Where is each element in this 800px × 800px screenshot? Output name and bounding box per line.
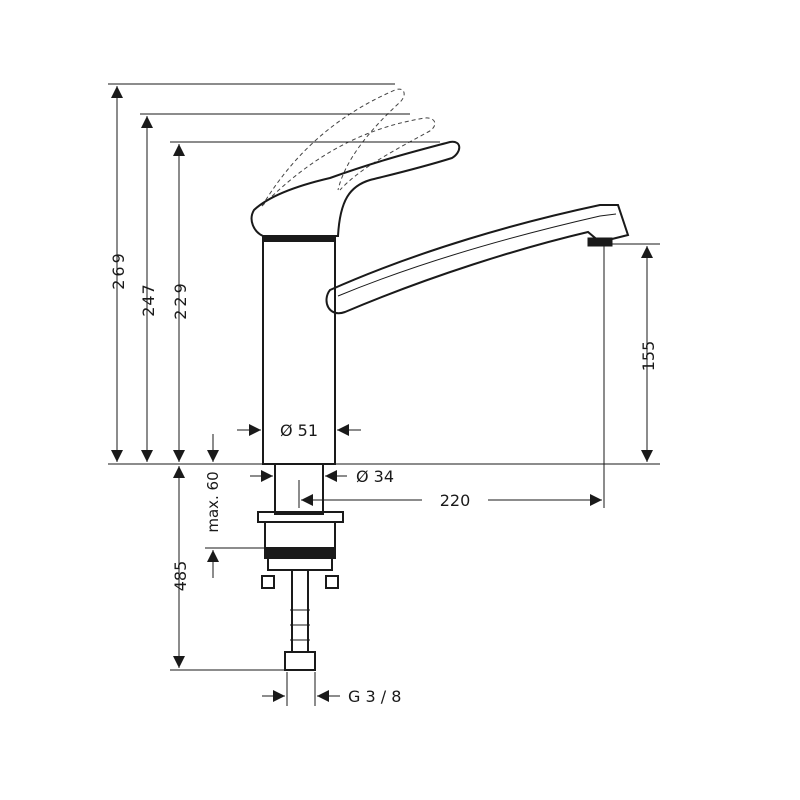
supply-hose — [291, 570, 309, 652]
lever-ghost-positions — [261, 88, 436, 207]
hose-braid — [290, 609, 310, 641]
spout-inner-line — [337, 213, 617, 297]
nut-thread — [264, 547, 336, 559]
bolt-right — [325, 575, 339, 589]
label-155: 155 — [639, 341, 658, 372]
lever-ghost-mid — [261, 117, 436, 207]
dimension-labels: 269 247 229 485 max. 60 155 Ø 51 Ø 34 22… — [109, 250, 658, 706]
mounting-nut — [264, 521, 336, 549]
dimension-lines — [108, 83, 660, 706]
label-220: 220 — [440, 491, 471, 510]
mounting-assembly — [257, 463, 344, 671]
spout — [325, 204, 630, 315]
label-269: 269 — [109, 250, 128, 290]
label-229: 229 — [171, 280, 190, 320]
hose-nut — [284, 651, 316, 671]
lever-ghost-max — [261, 88, 405, 207]
aerator — [587, 237, 613, 247]
bolt-left — [261, 575, 275, 589]
label-g38: G 3 / 8 — [348, 687, 401, 706]
label-d51: Ø 51 — [280, 421, 318, 440]
label-d34: Ø 34 — [356, 467, 394, 486]
label-max-60: max. 60 — [204, 471, 222, 532]
clamp-bar — [267, 557, 333, 571]
label-247: 247 — [139, 283, 158, 317]
lever-handle — [250, 140, 461, 237]
label-485: 485 — [171, 561, 190, 592]
